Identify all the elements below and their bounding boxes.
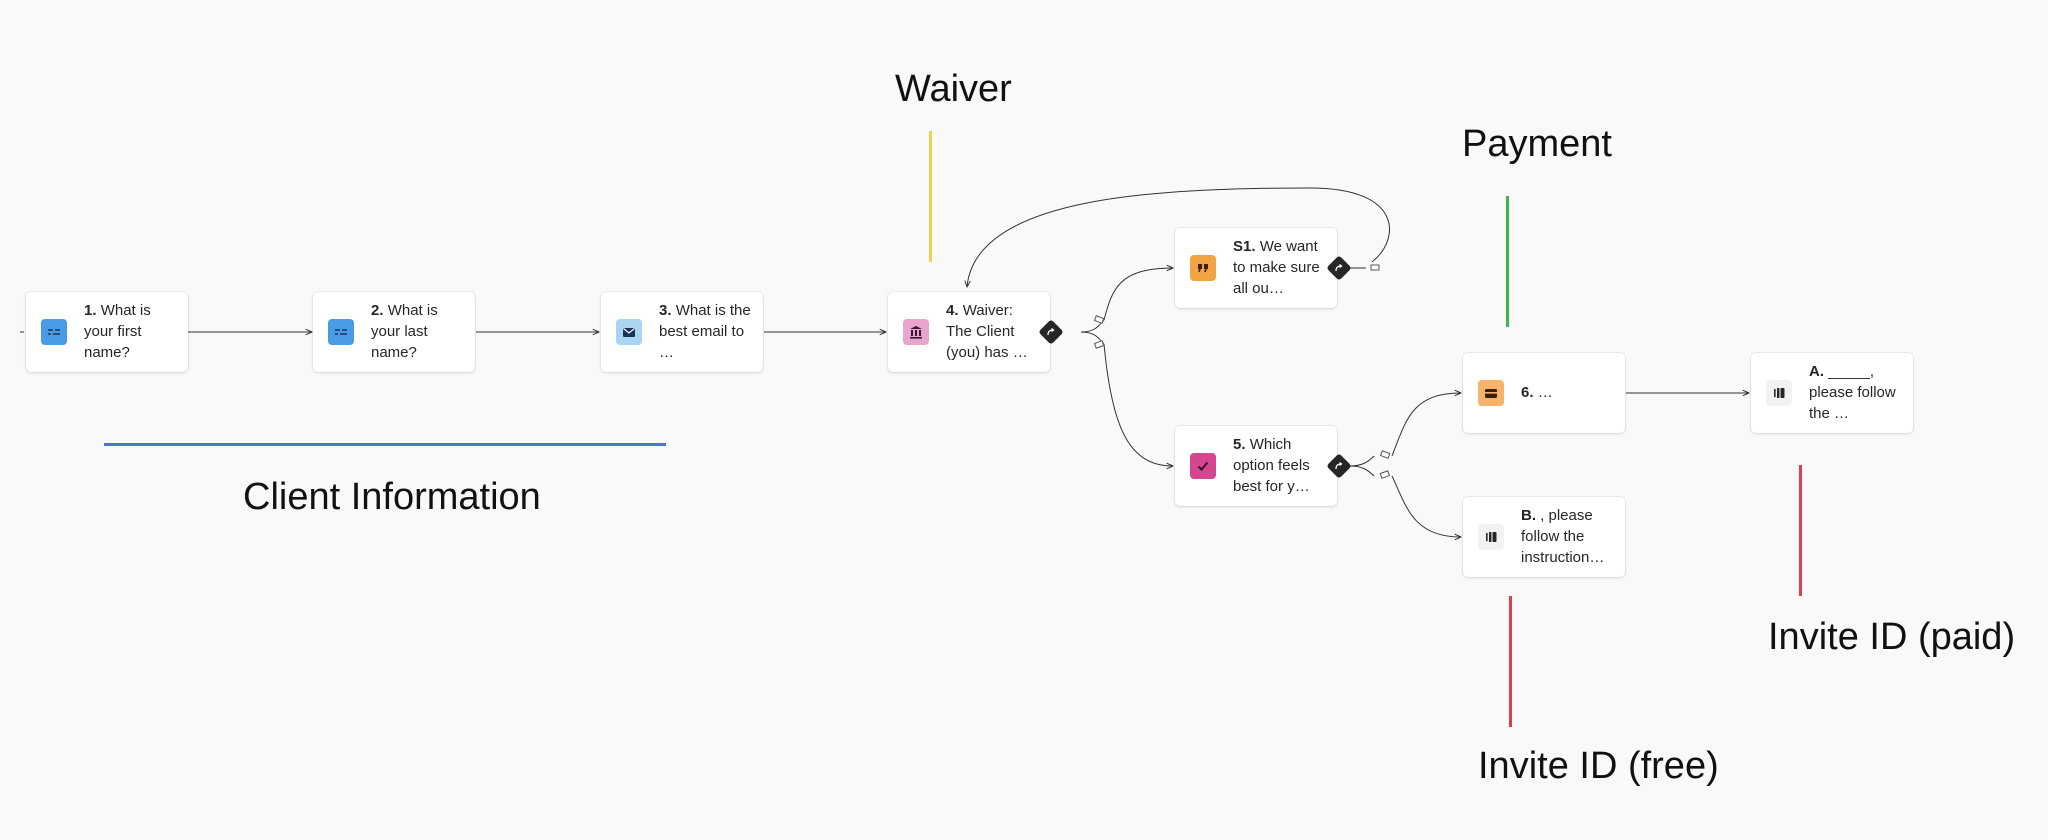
waiver-bar bbox=[929, 131, 932, 262]
node-text: _____, please follow the … bbox=[1809, 363, 1896, 422]
node-number: 2. bbox=[371, 302, 384, 319]
payment-icon bbox=[1478, 380, 1504, 406]
branch-q4-b bbox=[1080, 331, 1105, 345]
node-number: 3. bbox=[659, 302, 672, 319]
ending-node-a[interactable]: A. _____, please follow the … bbox=[1751, 353, 1913, 433]
short-text-icon bbox=[41, 319, 67, 345]
branch-q5-a bbox=[1349, 455, 1375, 467]
payment-bar bbox=[1506, 196, 1509, 327]
client-information-label: Client Information bbox=[243, 476, 541, 518]
redirect-icon bbox=[1335, 461, 1343, 470]
branch-q4-a bbox=[1080, 319, 1105, 333]
logic-jump-q5[interactable] bbox=[1326, 453, 1352, 479]
payment-node-6[interactable]: 6. … bbox=[1463, 353, 1625, 433]
connector-q4-q5 bbox=[1103, 343, 1173, 466]
node-number: 5. bbox=[1233, 436, 1246, 453]
node-number: 6. bbox=[1521, 384, 1534, 401]
question-node-4[interactable]: 4. Waiver: The Client (you) has … bbox=[888, 292, 1050, 372]
node-number: 4. bbox=[946, 302, 959, 319]
node-text: We want to make sure all ou… bbox=[1233, 238, 1320, 297]
connector-q5-endB bbox=[1391, 475, 1461, 537]
question-node-3[interactable]: 3. What is the best email to … bbox=[601, 292, 763, 372]
node-number: S1. bbox=[1233, 238, 1256, 255]
invite-free-bar bbox=[1509, 596, 1512, 727]
payment-label: Payment bbox=[1462, 123, 1612, 165]
question-node-1[interactable]: 1. What is your first name? bbox=[26, 292, 188, 372]
node-text: What is the best email to … bbox=[659, 302, 751, 361]
node-text: … bbox=[1537, 384, 1553, 401]
node-text: Which option feels best for y… bbox=[1233, 436, 1310, 495]
connector-q4-s1 bbox=[1103, 268, 1173, 321]
short-text-icon bbox=[328, 319, 354, 345]
question-node-2[interactable]: 2. What is your last name? bbox=[313, 292, 475, 372]
node-text: , please follow the instruction… bbox=[1521, 507, 1605, 566]
statement-node-s1[interactable]: S1. We want to make sure all ou… bbox=[1175, 228, 1337, 308]
invite-paid-label: Invite ID (paid) bbox=[1768, 616, 2016, 658]
redirect-icon bbox=[1335, 263, 1343, 272]
legal-icon bbox=[903, 319, 929, 345]
logic-jump-q4[interactable] bbox=[1038, 319, 1064, 345]
client-information-bar bbox=[104, 443, 666, 446]
checkbox-icon bbox=[1190, 453, 1216, 479]
question-node-5[interactable]: 5. Which option feels best for y… bbox=[1175, 426, 1337, 506]
ending-node-b[interactable]: B. , please follow the instruction… bbox=[1463, 497, 1625, 577]
invite-paid-bar bbox=[1799, 465, 1802, 596]
node-text: What is your first name? bbox=[84, 302, 151, 361]
node-number: A. bbox=[1809, 363, 1824, 380]
waiver-label: Waiver bbox=[895, 68, 1012, 110]
quote-icon bbox=[1190, 255, 1216, 281]
email-icon bbox=[616, 319, 642, 345]
logic-jump-s1[interactable] bbox=[1326, 255, 1352, 281]
ending-icon bbox=[1478, 524, 1504, 550]
node-number: B. bbox=[1521, 507, 1536, 524]
connector-q5-q6 bbox=[1391, 393, 1461, 457]
node-text: Waiver: The Client (you) has … bbox=[946, 302, 1028, 361]
invite-free-label: Invite ID (free) bbox=[1478, 745, 1719, 787]
node-number: 1. bbox=[84, 302, 97, 319]
ending-icon bbox=[1766, 380, 1792, 406]
redirect-icon bbox=[1047, 327, 1055, 336]
branch-q5-b bbox=[1349, 465, 1375, 477]
node-text: What is your last name? bbox=[371, 302, 438, 361]
